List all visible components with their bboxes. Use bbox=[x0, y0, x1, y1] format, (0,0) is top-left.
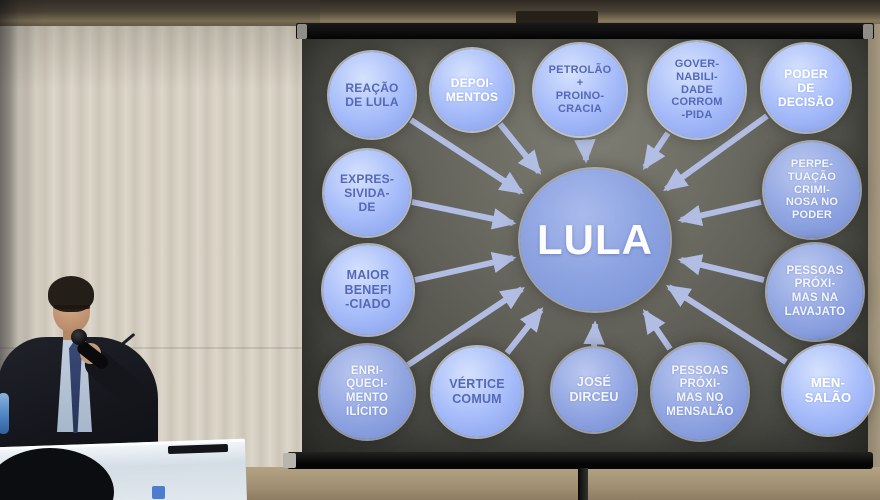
screen-stand-pole bbox=[578, 468, 588, 500]
node-label: EXPRES- SIVIDA- DE bbox=[339, 171, 395, 215]
node-label: PESSOAS PRÓXI- MAS NO MENSALÃO bbox=[666, 364, 734, 418]
node-lula-center: LULA bbox=[520, 169, 670, 311]
wall-seam bbox=[0, 347, 302, 349]
node-label: VÉRTICE COMUM bbox=[449, 377, 505, 406]
node-label: JOSÉ DIRCEU bbox=[569, 375, 619, 404]
node-mensalao: MEN- SALÃO bbox=[783, 345, 873, 435]
node-maior-beneficiado: MAIOR BENEFI -CIADO bbox=[323, 245, 413, 335]
node-label: REAÇÃO DE LULA bbox=[345, 80, 399, 109]
node-pessoas-proximas-mensalao: PESSOAS PRÓXI- MAS NO MENSALÃO bbox=[652, 344, 748, 440]
node-label: GOVER- NABILI- DADE CORROM -PIDA bbox=[671, 57, 723, 122]
screen-top-bar bbox=[296, 23, 874, 39]
node-label: MAIOR BENEFI -CIADO bbox=[344, 267, 392, 312]
node-depoimentos: DEPOI- MENTOS bbox=[431, 49, 513, 131]
node-vertice-comum: VÉRTICE COMUM bbox=[432, 347, 522, 437]
node-label: PODER DE DECISÃO bbox=[777, 66, 835, 110]
wall-right-edge bbox=[866, 24, 880, 500]
node-governabilidade-corrompida: GOVER- NABILI- DADE CORROM -PIDA bbox=[649, 42, 745, 138]
node-jose-dirceu: JOSÉ DIRCEU bbox=[552, 348, 636, 432]
microphone-head bbox=[71, 329, 87, 345]
node-label: DEPOI- MENTOS bbox=[445, 75, 499, 104]
screen-bottom-bar bbox=[287, 452, 873, 469]
screen-bottom-left-cap bbox=[283, 453, 296, 468]
node-expressividade: EXPRES- SIVIDA- DE bbox=[324, 150, 410, 236]
node-pessoas-proximas-lavajato: PESSOAS PRÓXI- MAS NA LAVAJATO bbox=[767, 244, 863, 340]
node-perpetuacao-criminosa: PERPE- TUAÇÃO CRIMI- NOSA NO PODER bbox=[764, 142, 860, 238]
node-enriquecimento-ilicito: ENRI- QUECI- MENTO ILÍCITO bbox=[320, 345, 414, 439]
screen-hanging-bracket bbox=[516, 11, 598, 24]
node-label: PETROLÃO + PROINO- CRACIA bbox=[548, 64, 612, 115]
screen-top-right-cap bbox=[863, 24, 873, 39]
node-label: ENRI- QUECI- MENTO ILÍCITO bbox=[345, 364, 389, 418]
screen-top-left-cap bbox=[297, 24, 307, 39]
presenter-tie bbox=[69, 339, 82, 433]
water-bottle bbox=[0, 393, 9, 434]
node-petrolao-proinocracia: PETROLÃO + PROINO- CRACIA bbox=[534, 44, 626, 136]
node-reacao-de-lula: REAÇÃO DE LULA bbox=[329, 52, 415, 138]
center-label: LULA bbox=[537, 216, 653, 263]
wall-below-screen bbox=[218, 467, 880, 500]
node-label: MEN- SALÃO bbox=[804, 374, 852, 405]
node-label: PERPE- TUAÇÃO CRIMI- NOSA NO PODER bbox=[785, 157, 839, 222]
podium-badge bbox=[152, 486, 165, 499]
glasses-icon bbox=[54, 305, 90, 309]
node-label: PESSOAS PRÓXI- MAS NA LAVAJATO bbox=[784, 264, 846, 318]
node-poder-de-decisao: PODER DE DECISÃO bbox=[762, 44, 850, 132]
